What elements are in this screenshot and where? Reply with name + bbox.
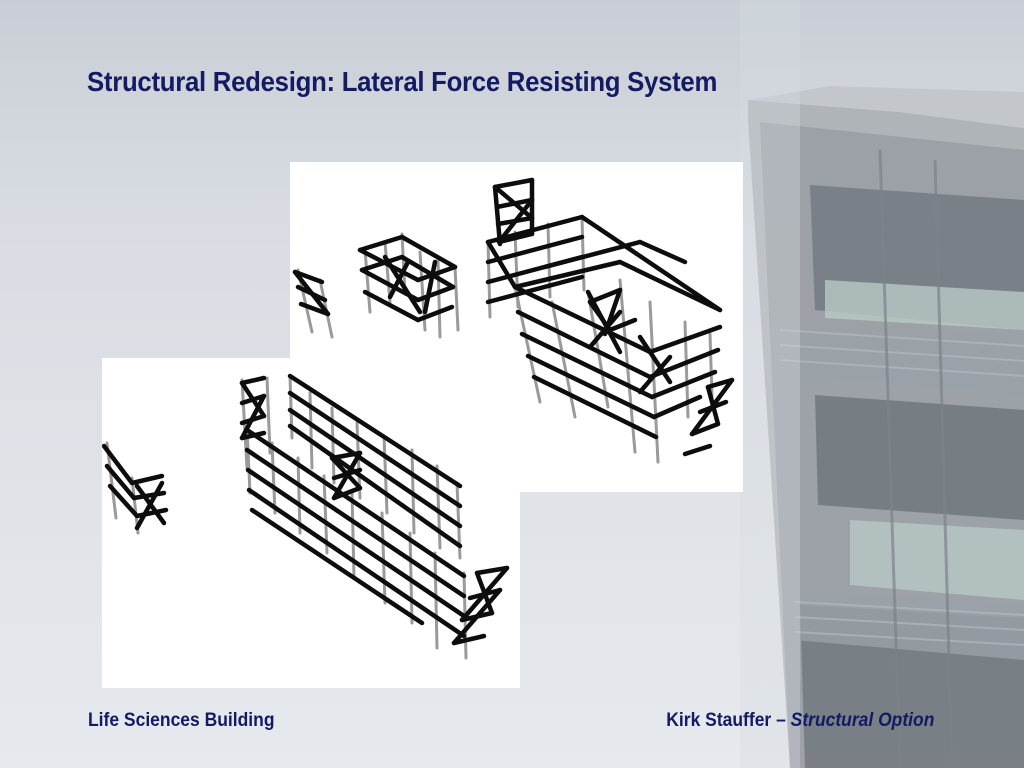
footer-author: Kirk Stauffer <box>665 710 771 731</box>
lower-frame-model-panel <box>102 358 520 688</box>
upper-frame-model-drawing <box>292 177 735 464</box>
footer-author-line: Kirk Stauffer – Structural Option <box>666 710 934 732</box>
lower-frame-model-drawing <box>102 373 510 660</box>
slide-title: Structural Redesign: Lateral Force Resis… <box>87 66 718 97</box>
footer-separator: – <box>770 710 791 731</box>
footer-option: Structural Option <box>790 710 934 731</box>
footer-building-name: Life Sciences Building <box>88 710 275 731</box>
